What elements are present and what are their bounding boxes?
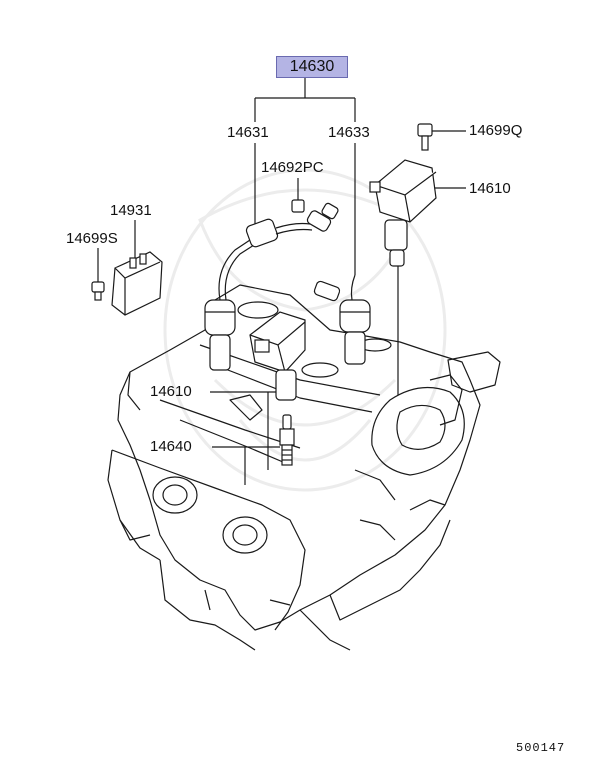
- part-label-14610-top[interactable]: 14610: [469, 180, 511, 197]
- part-label-14610-mid[interactable]: 14610: [150, 383, 192, 400]
- bolt-14699q[interactable]: [417, 123, 433, 151]
- drawing-number: 500147: [516, 741, 566, 755]
- part-label-14699q[interactable]: 14699Q: [469, 122, 523, 139]
- ignition-lead-14633[interactable]: [313, 274, 371, 365]
- part-label-14633[interactable]: 14633: [328, 124, 370, 141]
- part-label-14640[interactable]: 14640: [150, 438, 192, 455]
- igniter-14931[interactable]: [111, 251, 163, 316]
- part-label-14692pc[interactable]: 14692PC: [261, 159, 324, 176]
- spark-plug-14640[interactable]: [279, 414, 295, 466]
- part-label-14699s[interactable]: 14699S: [66, 230, 118, 247]
- ignition-coil-14610-mid[interactable]: [249, 311, 306, 401]
- high-tension-cable-14631[interactable]: [204, 202, 339, 371]
- ignition-coil-14610-top[interactable]: [369, 159, 437, 267]
- leader-lines: [97, 78, 466, 485]
- clip-14692pc[interactable]: [291, 199, 305, 213]
- part-label-14931[interactable]: 14931: [110, 202, 152, 219]
- part-label-14630[interactable]: 14630: [276, 56, 348, 78]
- part-label-14631[interactable]: 14631: [227, 124, 269, 141]
- engine-block: [107, 284, 501, 651]
- screw-14699s[interactable]: [91, 281, 105, 301]
